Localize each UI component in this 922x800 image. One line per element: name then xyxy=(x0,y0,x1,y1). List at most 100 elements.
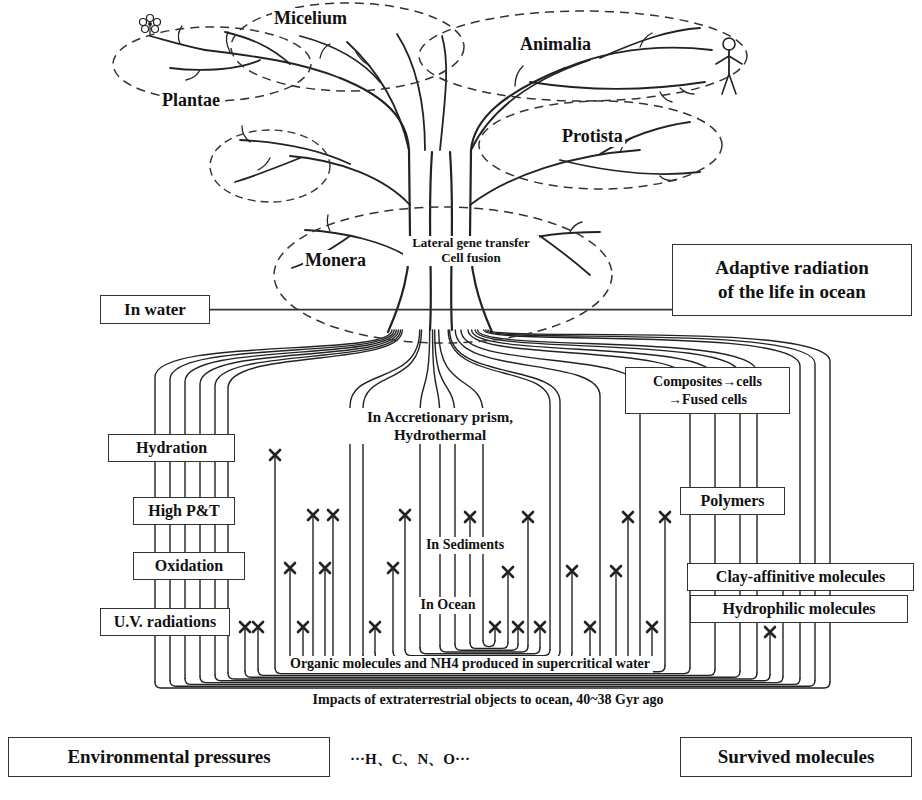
flower-petal xyxy=(142,26,149,33)
root-line xyxy=(664,517,665,666)
extinction-mark xyxy=(490,622,500,632)
root-line xyxy=(392,568,393,651)
text-label: Organic molecules and NH4 produced in su… xyxy=(287,656,653,673)
extinction-mark xyxy=(400,510,410,520)
ellipse-outline xyxy=(273,206,613,344)
root-line xyxy=(439,330,483,641)
extinction-mark xyxy=(567,566,577,576)
extinction-mark xyxy=(623,512,633,522)
label-box: Oxidation xyxy=(133,552,245,580)
root-line xyxy=(312,515,313,662)
root-line xyxy=(289,568,290,666)
label-box: Polymers xyxy=(680,487,785,515)
root-line xyxy=(228,330,402,673)
box-text: Hydrophilic molecules xyxy=(700,599,898,619)
group-note: Lateral gene transfer Cell fusion xyxy=(403,236,539,266)
tree-branch xyxy=(205,50,340,78)
extinction-mark xyxy=(513,622,523,632)
flower-petal xyxy=(147,15,154,22)
group-ellipse: Micelium xyxy=(230,2,465,92)
box-text: Environmental pressures xyxy=(21,745,317,769)
extinction-mark xyxy=(523,512,533,522)
root-line xyxy=(507,572,508,642)
root-line xyxy=(215,330,401,675)
label-box: U.V. radiations xyxy=(100,608,230,636)
text-label: In Accretionary prism, Hydrothermal xyxy=(345,408,536,444)
root-base xyxy=(483,641,495,647)
tree-branch xyxy=(300,36,380,82)
extinction-mark xyxy=(298,622,308,632)
tree-twig xyxy=(258,158,270,170)
root-base xyxy=(455,644,518,650)
label-box: In water xyxy=(100,295,210,324)
extinction-mark xyxy=(240,622,250,632)
root-line xyxy=(615,571,616,659)
flower-center xyxy=(148,22,152,26)
extinction-mark xyxy=(328,510,338,520)
box-text: Survived molecules xyxy=(693,745,899,769)
tree-branch xyxy=(560,160,700,174)
box-text: U.V. radiations xyxy=(110,612,220,632)
root-line xyxy=(589,627,590,655)
human-legs xyxy=(722,74,736,94)
label-box: Clay-affinitive molecules xyxy=(687,563,914,591)
root-line xyxy=(539,627,540,648)
extinction-mark xyxy=(647,622,657,632)
tree-twig xyxy=(570,222,582,232)
group-name: Plantae xyxy=(160,90,222,111)
root-line xyxy=(363,330,422,655)
label-box: Composites→cells →Fused cells xyxy=(625,367,790,414)
box-text: Composites→cells →Fused cells xyxy=(642,373,773,408)
tree-branch xyxy=(170,60,260,70)
extinction-mark xyxy=(285,563,295,573)
root-line xyxy=(517,627,518,644)
tree-twig xyxy=(327,215,330,231)
box-text: Hydration xyxy=(118,438,225,458)
ellipse-outline xyxy=(418,10,748,102)
extinction-mark xyxy=(370,622,380,632)
tree-branch xyxy=(347,42,409,150)
root-line xyxy=(257,627,258,669)
box-text: Clay-affinitive molecules xyxy=(697,567,904,587)
tree-twig xyxy=(186,70,200,80)
ellipse-shape xyxy=(479,101,722,189)
extinction-mark xyxy=(253,622,263,632)
root-line xyxy=(461,330,640,662)
group-name: Animalia xyxy=(518,34,593,55)
tree-twig xyxy=(226,32,230,52)
tree-twig xyxy=(515,66,523,86)
group-ellipse: Monera Lateral gene transfer Cell fusion xyxy=(273,206,613,344)
root-line xyxy=(374,627,375,653)
group-name: Micelium xyxy=(272,8,349,29)
root-line xyxy=(469,517,470,642)
root-line xyxy=(571,571,572,653)
tree-branch xyxy=(600,28,700,58)
label-box: High P&T xyxy=(133,497,235,525)
root-line xyxy=(486,330,815,680)
root-line xyxy=(484,330,800,678)
flower-petal xyxy=(154,19,161,26)
flower-petal xyxy=(152,26,159,33)
root-line xyxy=(627,517,628,660)
root-line xyxy=(769,632,770,675)
tree-branch xyxy=(530,82,705,89)
group-outline xyxy=(210,130,330,202)
box-text: Adaptive radiation of the life in ocean xyxy=(710,256,874,304)
ellipse-shape xyxy=(419,11,747,101)
box-text: In water xyxy=(110,299,200,320)
flower-petal xyxy=(140,19,147,26)
human-head xyxy=(723,38,735,50)
extinction-mark xyxy=(585,622,595,632)
group-name: Monera xyxy=(303,250,368,271)
tree-trunk xyxy=(470,68,565,332)
label-box: Survived molecules xyxy=(680,737,912,777)
tree-branch xyxy=(540,236,590,275)
extinction-mark xyxy=(308,510,318,520)
root-line xyxy=(274,455,275,668)
human-body xyxy=(728,50,730,74)
group-name: Protista xyxy=(560,126,625,147)
tree-twig xyxy=(320,44,330,58)
group-ellipse: Plantae xyxy=(112,26,312,102)
text-label: In Ocean xyxy=(418,597,479,614)
